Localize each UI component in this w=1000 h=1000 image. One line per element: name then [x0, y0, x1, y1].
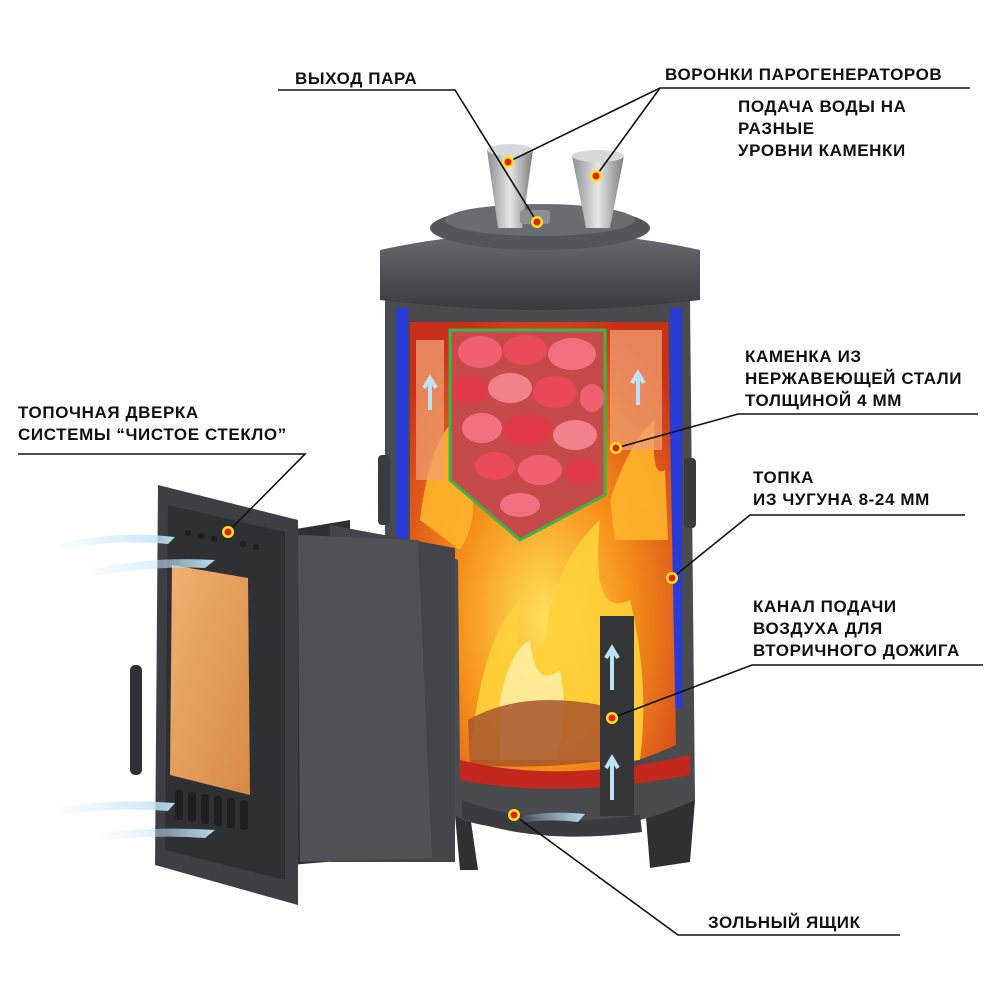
insulation-left: [396, 308, 408, 558]
leader-steam-outlet: [278, 89, 538, 223]
marker-door: [222, 526, 234, 538]
marker-heater: [610, 442, 622, 454]
funnel-left: [487, 150, 533, 228]
leader-air-channel: [611, 664, 983, 719]
air-flow-bottom-1: [55, 801, 175, 816]
door-handle: [130, 665, 142, 775]
funnel-right: [572, 156, 624, 228]
burning-logs: [468, 700, 610, 767]
marker-air-channel: [606, 712, 618, 724]
marker-funnel-left: [502, 156, 514, 168]
label-firebox: ТОПКА ИЗ ЧУГУНА 8-24 ММ: [753, 468, 930, 509]
label-firebox-door: ТОПОЧНАЯ ДВЕРКА СИСТЕМЫ “ЧИСТОЕ СТЕКЛО”: [18, 403, 287, 444]
air-flow-top-1: [55, 534, 175, 552]
markers: [222, 156, 678, 821]
air-arrow-up-pipe: [604, 644, 620, 690]
label-ash-box: ЗОЛЬНЫЙ ЯЩИК: [708, 913, 861, 932]
door-glass: [170, 565, 250, 795]
air-arrow-up-pipe-2: [604, 754, 620, 800]
air-flow-top-2: [85, 559, 215, 578]
label-steam-funnels: ВОРОНКИ ПАРОГЕНЕРАТОРОВ: [665, 65, 943, 84]
door-top-vents: [185, 530, 259, 550]
firebox-tunnel: [290, 520, 455, 865]
air-flow-ash: [515, 812, 585, 824]
door-vent-slots: [175, 790, 248, 830]
top-cap-body: [380, 232, 700, 310]
shell-band-right: [684, 458, 696, 528]
marker-firebox: [666, 572, 678, 584]
marker-ash-box: [508, 809, 520, 821]
leader-ash-box: [513, 814, 900, 936]
firebox-door: [130, 485, 298, 905]
air-flow-bottom-2: [95, 828, 215, 842]
label-heater: КАМЕНКА ИЗ НЕРЖАВЕЮЩЕЙ СТАЛИ ТОЛЩИНОЙ 4 …: [745, 347, 963, 410]
label-air-channel: КАНАЛ ПОДАЧИ ВОЗДУХА ДЛЯ ВТОРИЧНОГО ДОЖИ…: [753, 597, 960, 660]
leader-lines: [18, 87, 983, 936]
heater: [416, 328, 662, 542]
stove-leg-left: [455, 815, 478, 870]
steam-funnels: [487, 144, 624, 228]
marker-funnel-right: [590, 170, 602, 182]
air-flows: [55, 534, 585, 842]
air-arrow-up-left: [422, 374, 438, 410]
tunnel-front: [298, 535, 432, 862]
leader-door: [18, 453, 307, 533]
marker-steam-outlet: [531, 216, 543, 228]
stove-leg-right: [645, 800, 695, 868]
label-water-supply: ПОДАЧА ВОДЫ НА РАЗНЫЕ УРОВНИ КАМЕНКИ: [738, 97, 907, 160]
leader-funnels-2: [595, 87, 661, 177]
leader-firebox: [671, 514, 965, 579]
leader-heater: [615, 413, 978, 449]
shell-band: [378, 455, 390, 525]
air-arrow-up-right: [630, 369, 646, 405]
stones: [452, 335, 604, 517]
label-steam-outlet: ВЫХОД ПАРА: [295, 69, 418, 88]
ash-box: [462, 800, 642, 837]
